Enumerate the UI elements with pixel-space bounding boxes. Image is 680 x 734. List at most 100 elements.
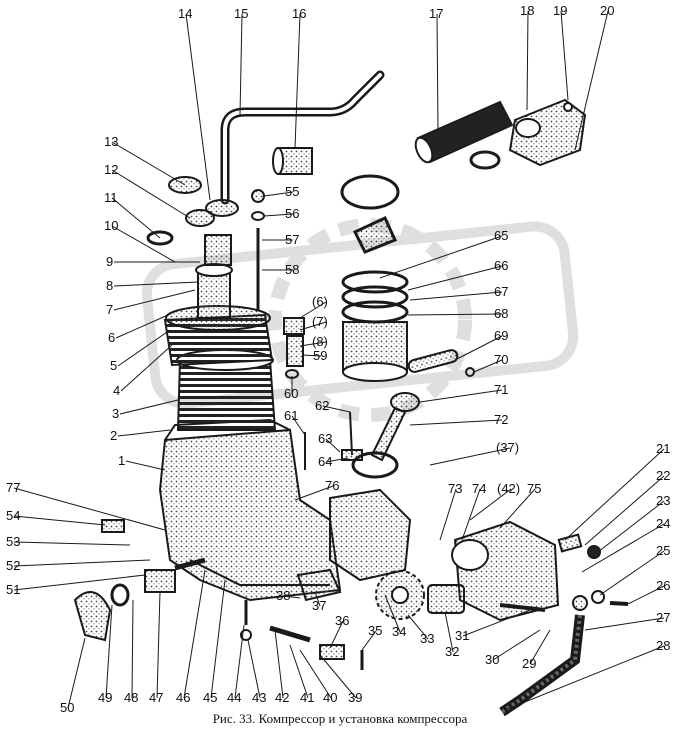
part-label: 29 <box>522 656 536 671</box>
leader-47 <box>156 591 161 699</box>
part-label: 31 <box>455 628 469 643</box>
part-label: 12 <box>104 162 118 177</box>
part-label: 23 <box>656 493 670 508</box>
leader-18 <box>526 10 529 111</box>
part-label: 24 <box>656 516 670 531</box>
leader-14 <box>185 13 211 201</box>
leader-3 <box>119 399 179 415</box>
hose-17 <box>414 100 514 164</box>
part-label: 36 <box>335 613 349 628</box>
part-label: 63 <box>318 431 332 446</box>
leader-p6p <box>299 301 327 319</box>
leader-46 <box>183 569 206 699</box>
cylinder-head <box>163 263 274 367</box>
leader-p8p <box>299 341 327 347</box>
leader-21 <box>564 448 665 541</box>
leader-69 <box>454 335 503 361</box>
leader-12 <box>111 169 191 219</box>
leader-38 <box>283 595 301 599</box>
leader-22 <box>584 475 665 546</box>
leader-10 <box>111 225 176 263</box>
leader-15 <box>239 13 243 116</box>
leader-37 <box>314 591 321 607</box>
part-label: 57 <box>285 232 299 247</box>
part-label: 33 <box>420 631 434 646</box>
leader-45 <box>210 579 226 699</box>
hose-27 <box>499 614 585 717</box>
leader-61 <box>291 415 306 436</box>
leader-55 <box>263 191 294 197</box>
leader-65 <box>379 235 503 279</box>
gear-housing <box>329 488 425 620</box>
leader-74 <box>461 488 481 541</box>
leader-26 <box>627 585 665 605</box>
leader-41 <box>289 644 309 699</box>
leader-54 <box>13 515 106 526</box>
leader-8 <box>113 281 199 287</box>
part-label: 51 <box>6 582 20 597</box>
part-label: 41 <box>300 690 314 705</box>
leader-44 <box>234 624 245 699</box>
part-label: 5 <box>110 358 117 373</box>
leader-63 <box>325 438 341 453</box>
leader-39 <box>319 654 357 699</box>
part-label: 21 <box>656 441 670 456</box>
leader-29 <box>529 629 551 665</box>
part-label: 77 <box>6 480 20 495</box>
part-label: 72 <box>494 412 508 427</box>
sleeve-16 <box>272 147 313 175</box>
hose-clamps <box>340 150 501 254</box>
part-label: 40 <box>323 690 337 705</box>
part-label: 67 <box>494 284 508 299</box>
part-label: 53 <box>6 534 20 549</box>
part-label: 68 <box>494 306 508 321</box>
leader-36 <box>329 620 344 649</box>
part-label: 64 <box>318 454 332 469</box>
leader-52 <box>13 559 151 567</box>
leader-p37p <box>429 447 511 466</box>
part-label: 37 <box>312 598 326 613</box>
part-label: 66 <box>494 258 508 273</box>
part-label: 62 <box>315 398 329 413</box>
leader-19 <box>560 10 569 101</box>
part-label: 58 <box>285 262 299 277</box>
bottom-parts <box>240 568 364 670</box>
leader-53 <box>13 541 131 546</box>
leader-11 <box>111 197 161 239</box>
part-label: 13 <box>104 134 118 149</box>
leader-68 <box>407 313 503 316</box>
part-label: 7 <box>106 302 113 317</box>
leader-23 <box>597 500 665 553</box>
part-label: 65 <box>494 228 508 243</box>
leader-56 <box>263 213 294 217</box>
leader-25 <box>599 550 665 596</box>
leader-24 <box>581 523 665 573</box>
connecting-rod <box>351 392 420 479</box>
leader-73 <box>439 488 457 541</box>
part-label: 54 <box>6 508 20 523</box>
part-label: 69 <box>494 328 508 343</box>
part-label: 8 <box>106 278 113 293</box>
part-label: 44 <box>227 690 241 705</box>
part-label: (6) <box>312 294 328 309</box>
leader-67 <box>409 291 503 301</box>
part-label: 46 <box>176 690 190 705</box>
leader-7 <box>113 289 196 311</box>
part-label: 14 <box>178 6 192 21</box>
leader-30 <box>492 629 541 661</box>
leader-20 <box>574 10 609 151</box>
part-label: (37) <box>496 440 519 455</box>
part-label: 59 <box>313 348 327 363</box>
part-label: 43 <box>252 690 266 705</box>
leader-p7p <box>299 321 327 331</box>
part-label: 39 <box>348 690 362 705</box>
part-label: 3 <box>112 406 119 421</box>
drive-shaft-parts <box>73 519 206 642</box>
part-label: 45 <box>203 690 217 705</box>
part-label: 4 <box>113 383 120 398</box>
leader-1 <box>125 460 166 471</box>
leader-34 <box>384 594 401 633</box>
leader-70 <box>473 359 503 373</box>
